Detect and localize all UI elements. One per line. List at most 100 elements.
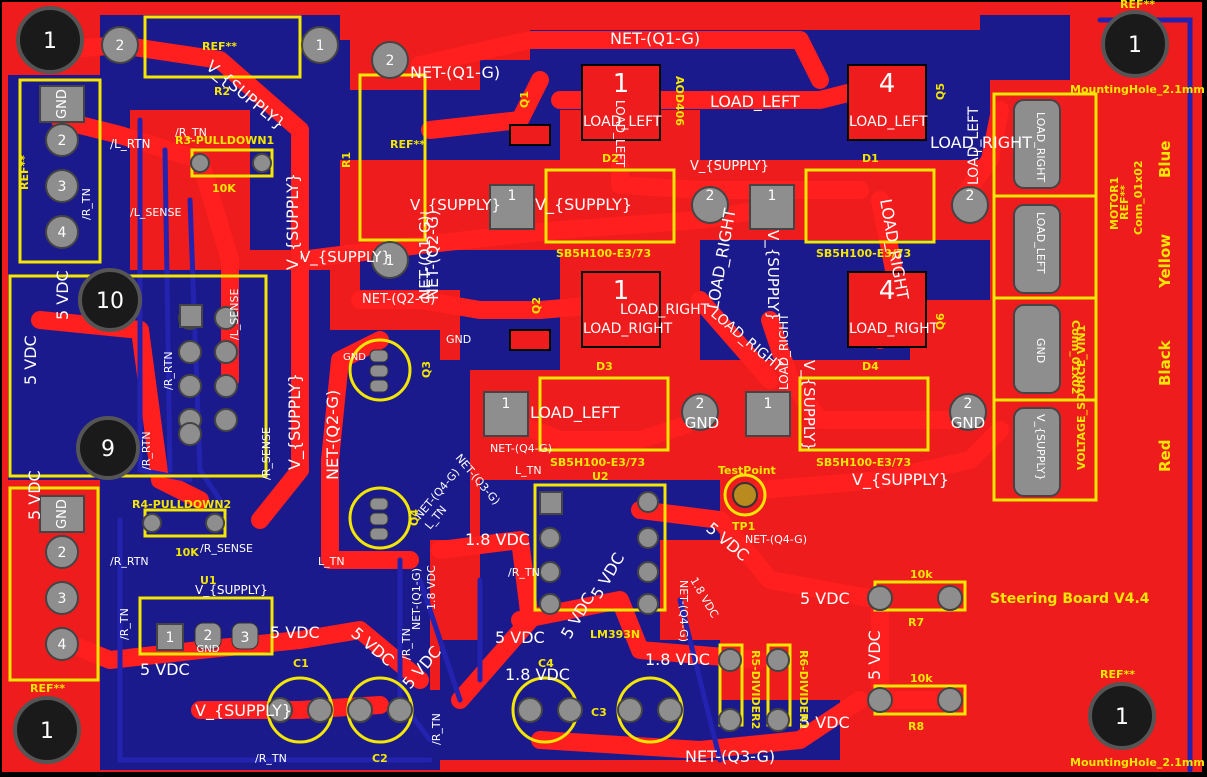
ref-c4: C4: [538, 657, 554, 670]
net-r-rtn: /R_RTN: [110, 555, 149, 568]
net-load-left-q5: LOAD_LEFT: [849, 114, 928, 130]
ref-tp1: TP1: [732, 520, 755, 533]
ref-d1: D1: [862, 152, 879, 165]
r1-pin2: 2: [386, 53, 395, 69]
pin-numbers: 1 1 1 1 10 9 1 4 1 4: [40, 29, 1142, 744]
ref-q2: Q2: [530, 297, 543, 314]
net-l-rtn-top: /L_RTN: [110, 137, 151, 151]
net-r-tn-top: /R_TN: [175, 126, 207, 139]
ref-c1: C1: [293, 657, 309, 670]
top-traces: [31, 31, 1009, 759]
net-q1g-top: NET-(Q1-G): [610, 29, 700, 48]
net-l-tn-mid: L_TN: [318, 555, 345, 568]
ref-ref-br: REF**: [1100, 668, 1135, 681]
ref-aod-q1: AOD406: [673, 76, 686, 126]
j2-gnd-label: GND: [55, 499, 70, 529]
net-load-right-top: LOAD_RIGHT: [930, 133, 1032, 153]
net-5v-mid: 5 VDC: [495, 628, 545, 647]
net-load-right-q6: LOAD_RIGHT: [849, 321, 939, 337]
net-r-tn-vert2: /R_TN: [118, 608, 131, 640]
wire-color-labels: Blue Yellow Black Red: [1156, 141, 1174, 472]
j2-pin3: 3: [58, 591, 67, 607]
net-r-rtn-vert2: /R_RTN: [162, 351, 175, 390]
vin-pin-gnd: GND: [1034, 338, 1047, 363]
net-load-left-vert: LOAD_LEFT: [966, 106, 982, 185]
d1-pin2: 2: [966, 188, 975, 204]
net-1v8-vert: 1.8 VDC: [425, 565, 438, 610]
ref-conn-vin: Conn_01x02: [1069, 320, 1082, 395]
d4-pin1: 1: [764, 396, 773, 412]
square-pads: [39, 85, 1061, 651]
d1-pin1: 1: [768, 188, 777, 204]
j1-pin3: 3: [58, 179, 67, 195]
net-1v8-mid: 1.8 VDC: [505, 665, 570, 684]
wire-black: Black: [1156, 339, 1174, 386]
ref-u2: U2: [592, 470, 609, 483]
ref-d3: D3: [596, 360, 613, 373]
net-q4g-vert: NET-(Q4-G): [677, 580, 690, 642]
ref-q6: Q6: [934, 313, 947, 330]
mhole-bl-pin: 1: [40, 719, 54, 744]
net-r-rtn-bottom: /R_TN: [255, 752, 287, 765]
net-load-right-q2: LOAD_RIGHT: [583, 321, 673, 337]
mosfet-gate-pads: [509, 124, 551, 351]
d2-pin2: 2: [706, 188, 715, 204]
net-q1g-diag: NET-(Q1-G): [416, 215, 434, 300]
net-5v-r8: 5 VDC: [800, 713, 850, 732]
ref-d2-part: SB5H100-E3/73: [556, 247, 651, 260]
net-load-right-vert3: LOAD_RIGHT: [777, 313, 791, 390]
u1-pin2: 2: [204, 628, 213, 644]
ref-ref-r2: REF**: [202, 40, 237, 53]
ref-motor1: MOTOR1: [1108, 177, 1121, 230]
d3-pin1: 1: [502, 396, 511, 412]
net-supply-u1: V_{SUPPLY}: [195, 583, 268, 597]
mosfet-q1-pin1: 1: [613, 69, 630, 99]
net-q3g-bottom: NET-(Q3-G): [685, 747, 775, 766]
net-r-tn-vert: /R_TN: [80, 188, 93, 220]
net-gnd-q3: GND: [343, 352, 366, 363]
net-q1q2-vert: NET-(Q2-G): [423, 210, 442, 300]
net-labels: NET-(Q1-G) NET-(Q1-G) LOAD_LEFT LOAD_LEF…: [110, 29, 1032, 766]
u1-pin1: 1: [166, 630, 175, 646]
ref-d3-part: SB5H100-E3/73: [550, 456, 645, 469]
ref-ref-r1: REF**: [390, 138, 425, 151]
net-1v8-right: 1.8 VDC: [645, 650, 710, 669]
ref-testpoint: TestPoint: [718, 464, 776, 477]
connector-pin-labels: GND GND GND GND GND: [55, 89, 985, 655]
ref-r8: R8: [908, 720, 924, 733]
vin-pin-supply: V_{SUPPLY}: [1034, 414, 1047, 481]
ref-vsrc: VOLTAGE_SOURCE_VIN1: [1075, 325, 1088, 470]
ref-r7: R7: [908, 616, 924, 629]
net-r-tn-vert4: /R_TN: [430, 713, 443, 745]
silkscreen-refs: R2 R1 R3-PULLDOWN1 10K R4-PULLDOWN2 10K …: [18, 0, 1205, 769]
ref-d1-part: SB5H100-E3/73: [816, 247, 911, 260]
d4-gnd-label: GND: [951, 414, 985, 432]
r2-pin2: 2: [116, 38, 125, 54]
ref-u1: U1: [200, 574, 217, 587]
net-l-sense: /L_SENSE: [130, 206, 181, 219]
net-q4g-d3: NET-(Q4-G): [490, 442, 552, 455]
ref-r3-val: 10K: [212, 182, 236, 195]
mhole-tr-pin: 1: [1128, 33, 1142, 58]
ref-r6: R6-DIVIDER1: [797, 650, 810, 729]
net-supply-r1: V_{SUPPLY}: [410, 196, 501, 215]
ref-q3: Q3: [420, 361, 433, 378]
net-supply-bottom: V_{SUPPLY}: [852, 470, 949, 490]
wire-red: Red: [1156, 440, 1174, 472]
j2-pin2: 2: [58, 545, 67, 561]
ref-r7-val: 10k: [910, 568, 933, 581]
ref-q4: Q4: [408, 509, 421, 526]
r1-pin1: 1: [386, 253, 395, 269]
ref-ref-bl: REF**: [30, 682, 65, 695]
net-5v-r7: 5 VDC: [865, 630, 884, 680]
r2-pin1: 1: [316, 38, 325, 54]
ref-r3: R3-PULLDOWN1: [175, 134, 274, 147]
net-l-tn-u2: L_TN: [515, 464, 542, 477]
mosfet-tabs: [581, 64, 927, 348]
net-5v-bottom: 5 VDC: [140, 660, 190, 679]
net-load-right-q2b: LOAD_RIGHT: [620, 302, 710, 318]
ref-r4-val: 10K: [175, 546, 199, 559]
mosfet-q6-pin4: 4: [879, 276, 896, 306]
ref-ref-tr: REF**: [1120, 0, 1155, 11]
ref-ref-motor: REF**: [1118, 185, 1131, 220]
